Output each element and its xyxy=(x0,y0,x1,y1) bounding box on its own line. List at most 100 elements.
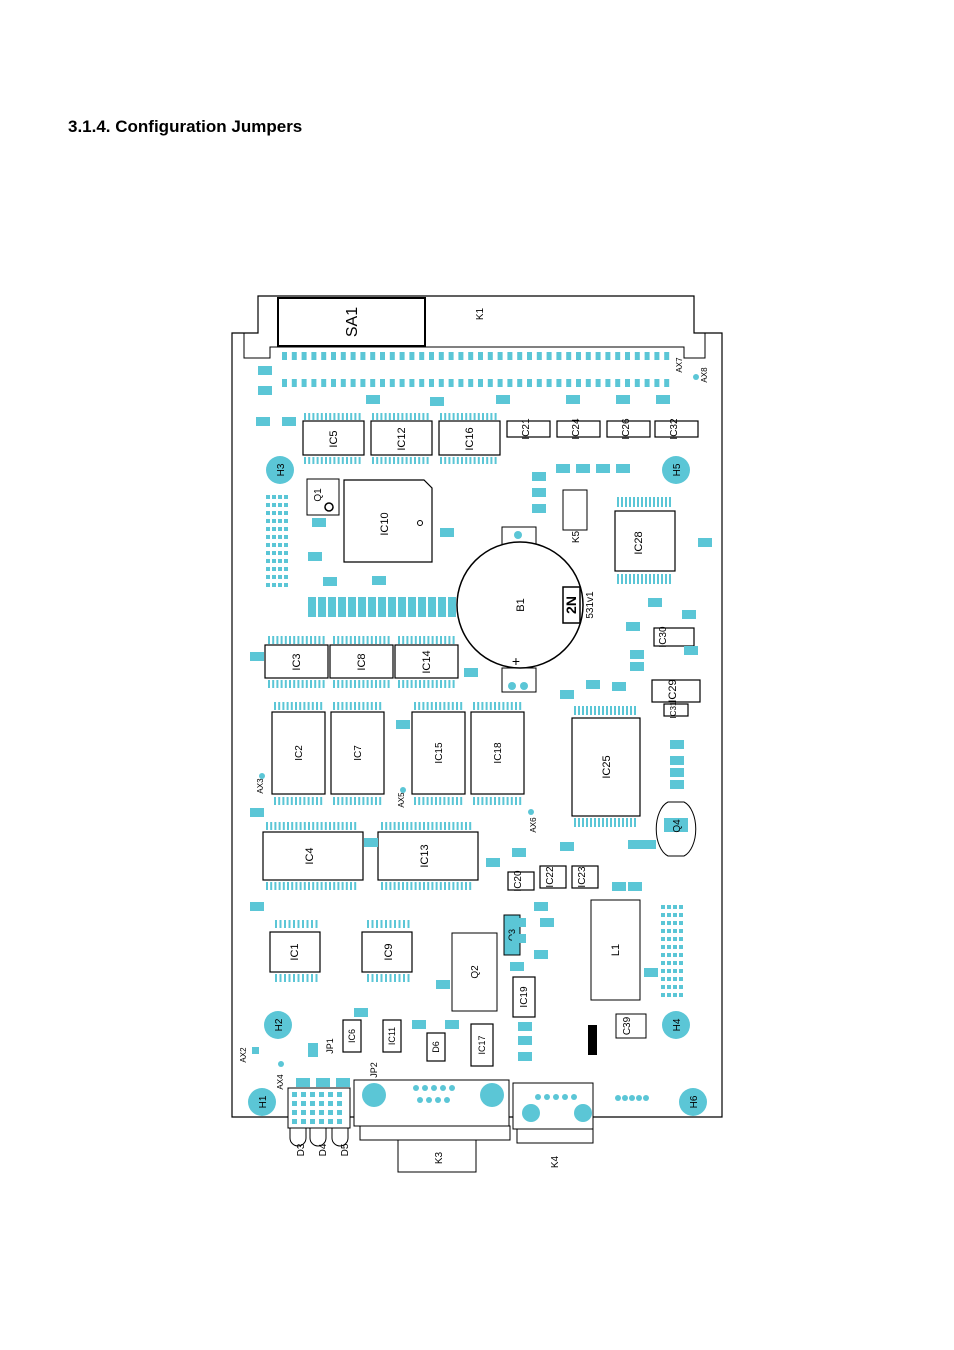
connector-pin xyxy=(350,352,356,360)
ic-pin xyxy=(354,457,357,464)
connector-hole xyxy=(544,1094,550,1100)
ic-pin xyxy=(649,497,651,507)
grid-pad xyxy=(673,953,677,957)
ic-pin xyxy=(341,822,344,830)
ic-pin xyxy=(354,680,356,688)
ic-pin xyxy=(398,636,400,644)
ic-pin xyxy=(291,822,294,830)
ic-pin xyxy=(402,822,404,830)
jumper-pin xyxy=(292,1110,297,1115)
ic-pin xyxy=(448,457,451,464)
resistor-pad xyxy=(318,597,326,617)
ic-pin xyxy=(490,457,493,464)
ic-pin xyxy=(456,413,459,420)
smd-component xyxy=(364,838,378,847)
grid-pad xyxy=(661,937,665,941)
connector-pin xyxy=(419,352,425,360)
smd-component xyxy=(510,962,524,971)
ic-pin xyxy=(394,974,396,982)
connector-pin xyxy=(409,352,415,360)
ic-pin xyxy=(490,413,493,420)
ic-pin xyxy=(456,822,459,830)
ic7-label: IC7 xyxy=(353,745,364,761)
smd-component xyxy=(628,840,642,849)
ic-pin xyxy=(661,574,663,584)
k3-connector: K3 xyxy=(353,1079,511,1173)
grid-pad xyxy=(272,583,276,587)
grid-pad xyxy=(667,969,671,973)
ic-pin xyxy=(303,702,306,710)
resistor-pad xyxy=(388,597,396,617)
ic-pin xyxy=(614,818,616,827)
grid-pad xyxy=(272,559,276,563)
ic-pin xyxy=(333,457,336,464)
ic-pin xyxy=(270,882,273,890)
connector-hole xyxy=(413,1085,419,1091)
connector-pin xyxy=(360,352,366,360)
smd-component xyxy=(532,488,546,497)
smd-component xyxy=(612,882,626,891)
grid-pad xyxy=(667,961,671,965)
ic-pin xyxy=(314,636,317,644)
ic25-chip: IC25 xyxy=(571,717,641,817)
ic-pin xyxy=(419,636,421,644)
ic-pin xyxy=(370,680,373,688)
ic-pin xyxy=(426,702,429,710)
grid-pad xyxy=(284,551,288,555)
ic-pin xyxy=(297,636,300,644)
k4-connector: K4 xyxy=(512,1082,594,1168)
ic-pin xyxy=(422,457,425,464)
ic8-label: IC8 xyxy=(356,653,368,670)
top-row-ics: IC5 IC12 IC16 IC21 IC24 IC26 IC32 xyxy=(302,418,699,456)
ic-pin xyxy=(370,636,373,644)
connector-pin xyxy=(585,352,591,360)
smd-component xyxy=(258,366,272,375)
ic-pin xyxy=(473,413,476,420)
k5-label: K5 xyxy=(571,530,582,543)
jumper-pin xyxy=(301,1101,306,1106)
ic-pin xyxy=(515,702,517,710)
connector-pin xyxy=(497,352,503,360)
mounting-holes: H3 H5 H2 H4 H1 H6 xyxy=(248,456,707,1116)
ic-pin xyxy=(362,636,365,644)
ic26-label: IC26 xyxy=(621,418,632,440)
ic-pin xyxy=(272,636,275,644)
connector-pin xyxy=(331,379,336,387)
connector-hole xyxy=(535,1094,541,1100)
grid-pad xyxy=(679,977,683,981)
ic-pin xyxy=(414,457,416,464)
grid-pad xyxy=(667,937,671,941)
ic-pin xyxy=(444,680,447,688)
grid-pad xyxy=(673,921,677,925)
ic-pin xyxy=(337,636,340,644)
ic-pin xyxy=(629,574,631,584)
ic-pin xyxy=(310,636,312,644)
ic-pin xyxy=(312,413,315,420)
ic-pin xyxy=(302,974,304,982)
ic-pin xyxy=(626,706,628,715)
grid-pad xyxy=(284,511,288,515)
ic-pin xyxy=(657,497,659,507)
ic-pin xyxy=(385,882,388,890)
ic-pin xyxy=(337,882,340,890)
ic-pin xyxy=(621,574,623,584)
ic25-label: IC25 xyxy=(601,755,613,778)
resistor-pad xyxy=(378,597,386,617)
ic-pin xyxy=(419,680,421,688)
jumper-pin xyxy=(328,1119,333,1124)
ic-pin xyxy=(299,797,302,805)
ic-pin xyxy=(574,818,576,827)
ic-pin xyxy=(439,882,442,890)
jumper-pin xyxy=(328,1101,333,1106)
jumper-pin xyxy=(319,1119,324,1124)
ic-pin xyxy=(486,457,489,464)
connector-hole xyxy=(417,1097,423,1103)
ic-pin xyxy=(626,818,628,827)
ic-pin xyxy=(389,974,392,982)
grid-pad xyxy=(278,583,282,587)
connector-pin xyxy=(527,352,532,360)
connector-pin xyxy=(634,379,640,387)
ic-pin xyxy=(440,636,442,644)
smd-component xyxy=(354,1008,368,1017)
ic-pin xyxy=(498,702,501,710)
